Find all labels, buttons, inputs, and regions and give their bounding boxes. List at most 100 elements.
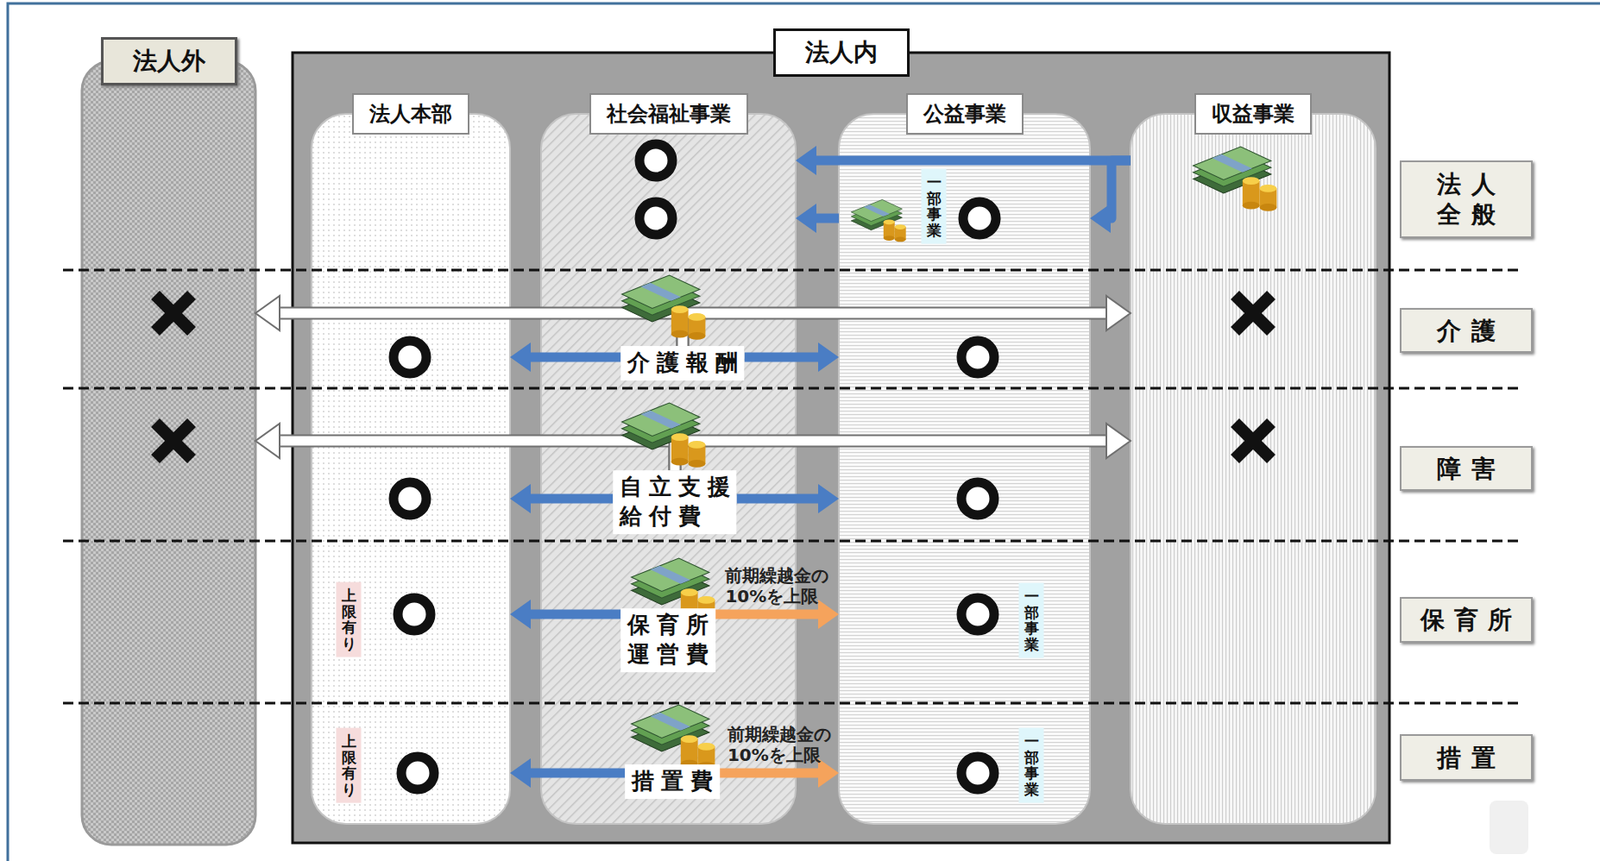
arrow-head bbox=[795, 203, 817, 234]
label-text: 自立支援 給付費 bbox=[619, 472, 737, 532]
division-column: 収益事業 bbox=[1130, 113, 1376, 825]
allowed-mark bbox=[397, 598, 431, 631]
cross-stroke bbox=[1234, 422, 1272, 460]
cross-stroke bbox=[1234, 295, 1272, 332]
outside-column-shape bbox=[81, 61, 256, 845]
connector-outline bbox=[279, 313, 683, 347]
label-text: 介護報酬 bbox=[627, 348, 744, 378]
money-icon bbox=[1193, 146, 1278, 212]
connector bbox=[737, 484, 839, 514]
edge-label: 前期繰越金の 10%を上限 bbox=[725, 724, 833, 766]
frame-border bbox=[7, 3, 1600, 861]
forbidden-mark bbox=[1234, 295, 1272, 332]
cross-stroke bbox=[155, 295, 192, 332]
arrow-head bbox=[818, 484, 839, 514]
cross-stroke bbox=[1234, 422, 1272, 460]
connector-line bbox=[744, 352, 819, 363]
note-tag: 上限有り bbox=[336, 582, 362, 658]
row-label: 障害 bbox=[1399, 446, 1533, 492]
row-divider bbox=[62, 387, 1519, 391]
heading-tag: 収益事業 bbox=[1194, 93, 1312, 135]
connector-outline bbox=[682, 313, 1107, 347]
connector-line bbox=[530, 610, 621, 620]
arrow-head bbox=[818, 599, 839, 630]
funding-label: 保育所 運営費 bbox=[620, 608, 716, 673]
connector-line bbox=[530, 768, 625, 779]
allowed-mark bbox=[401, 756, 435, 790]
row-divider bbox=[62, 702, 1519, 706]
connector bbox=[682, 296, 1131, 347]
connector bbox=[510, 484, 613, 514]
label-text: 保育所 運営費 bbox=[627, 611, 715, 670]
heading-tag: 法人外 bbox=[100, 37, 238, 86]
connector-line bbox=[816, 214, 839, 224]
allowed-mark bbox=[393, 482, 427, 516]
arrow-head bbox=[818, 758, 839, 788]
label-text: 法人 全般 bbox=[1436, 169, 1505, 230]
connector-line bbox=[674, 440, 1107, 471]
label-text: 措置費 bbox=[631, 767, 719, 797]
corporation-box-shape bbox=[292, 52, 1390, 844]
arrow-head bbox=[510, 484, 531, 514]
money-icon bbox=[631, 705, 716, 770]
edge-label: 前期繰越金の 10%を上限 bbox=[723, 565, 831, 607]
cross-stroke bbox=[155, 295, 192, 332]
label-text: 一部事業 bbox=[926, 174, 942, 240]
arrow-head bbox=[818, 342, 839, 372]
money-icon bbox=[622, 275, 706, 341]
connector-outline bbox=[279, 440, 675, 471]
division-column: 公益事業一部事業一部事業一部事業 bbox=[838, 113, 1090, 825]
corner-mark bbox=[1489, 800, 1529, 855]
connector-line bbox=[530, 352, 621, 363]
division-column: 社会福祉事業介護報酬自立支援 給付費保育所 運営費措置費 bbox=[541, 113, 796, 825]
arrow-head bbox=[510, 758, 531, 788]
row-divider bbox=[62, 540, 1519, 543]
row-label: 措置 bbox=[1399, 734, 1533, 782]
connector-line bbox=[1110, 160, 1131, 219]
connector-line bbox=[816, 156, 1131, 166]
connector bbox=[255, 296, 683, 347]
label-text: 措置 bbox=[1436, 743, 1505, 774]
forbidden-mark bbox=[1234, 422, 1272, 460]
connector-line bbox=[279, 313, 683, 347]
money-icon bbox=[622, 403, 706, 468]
heading-tag: 社会福祉事業 bbox=[589, 93, 749, 135]
cross-stroke bbox=[155, 422, 192, 460]
allowed-mark bbox=[963, 201, 996, 235]
row-label: 法人 全般 bbox=[1399, 160, 1533, 239]
arrow-head bbox=[795, 145, 817, 176]
allowed-mark bbox=[961, 482, 995, 516]
connector bbox=[510, 599, 621, 630]
connector bbox=[255, 423, 675, 471]
label-text: 一部事業 bbox=[1024, 588, 1040, 654]
division-column: 法人本部上限有り上限有り bbox=[311, 113, 511, 825]
funding-label: 介護報酬 bbox=[620, 346, 744, 381]
row-label: 保育所 bbox=[1399, 597, 1533, 643]
funding-label: 自立支援 給付費 bbox=[612, 470, 737, 535]
heading-tag: 法人本部 bbox=[352, 93, 470, 135]
row-label: 介護 bbox=[1399, 308, 1533, 353]
corporation-box: 法人内法人本部上限有り上限有り社会福祉事業介護報酬自立支援 給付費保育所 運営費… bbox=[292, 52, 1390, 844]
connector-outline bbox=[674, 440, 1107, 471]
connector-line bbox=[530, 494, 613, 504]
division-column-shape bbox=[1130, 113, 1376, 825]
allowed-mark bbox=[639, 201, 673, 235]
label-text: 保育所 bbox=[1420, 604, 1523, 636]
connector bbox=[795, 203, 839, 234]
connector bbox=[510, 342, 621, 372]
cross-stroke bbox=[1234, 295, 1272, 332]
forbidden-mark bbox=[155, 295, 192, 332]
outside-column: 法人外 bbox=[81, 61, 256, 845]
arrow-head bbox=[255, 423, 280, 459]
forbidden-mark bbox=[155, 422, 192, 460]
division-column-shape bbox=[311, 113, 511, 825]
note-tag: 一部事業 bbox=[921, 169, 947, 245]
arrow-head bbox=[1106, 296, 1131, 331]
allowed-mark bbox=[393, 340, 427, 374]
funding-label: 措置費 bbox=[624, 764, 720, 800]
allowed-mark bbox=[961, 756, 995, 790]
note-tag: 上限有り bbox=[336, 728, 362, 804]
money-icon bbox=[850, 199, 906, 242]
row-divider bbox=[62, 269, 1519, 272]
